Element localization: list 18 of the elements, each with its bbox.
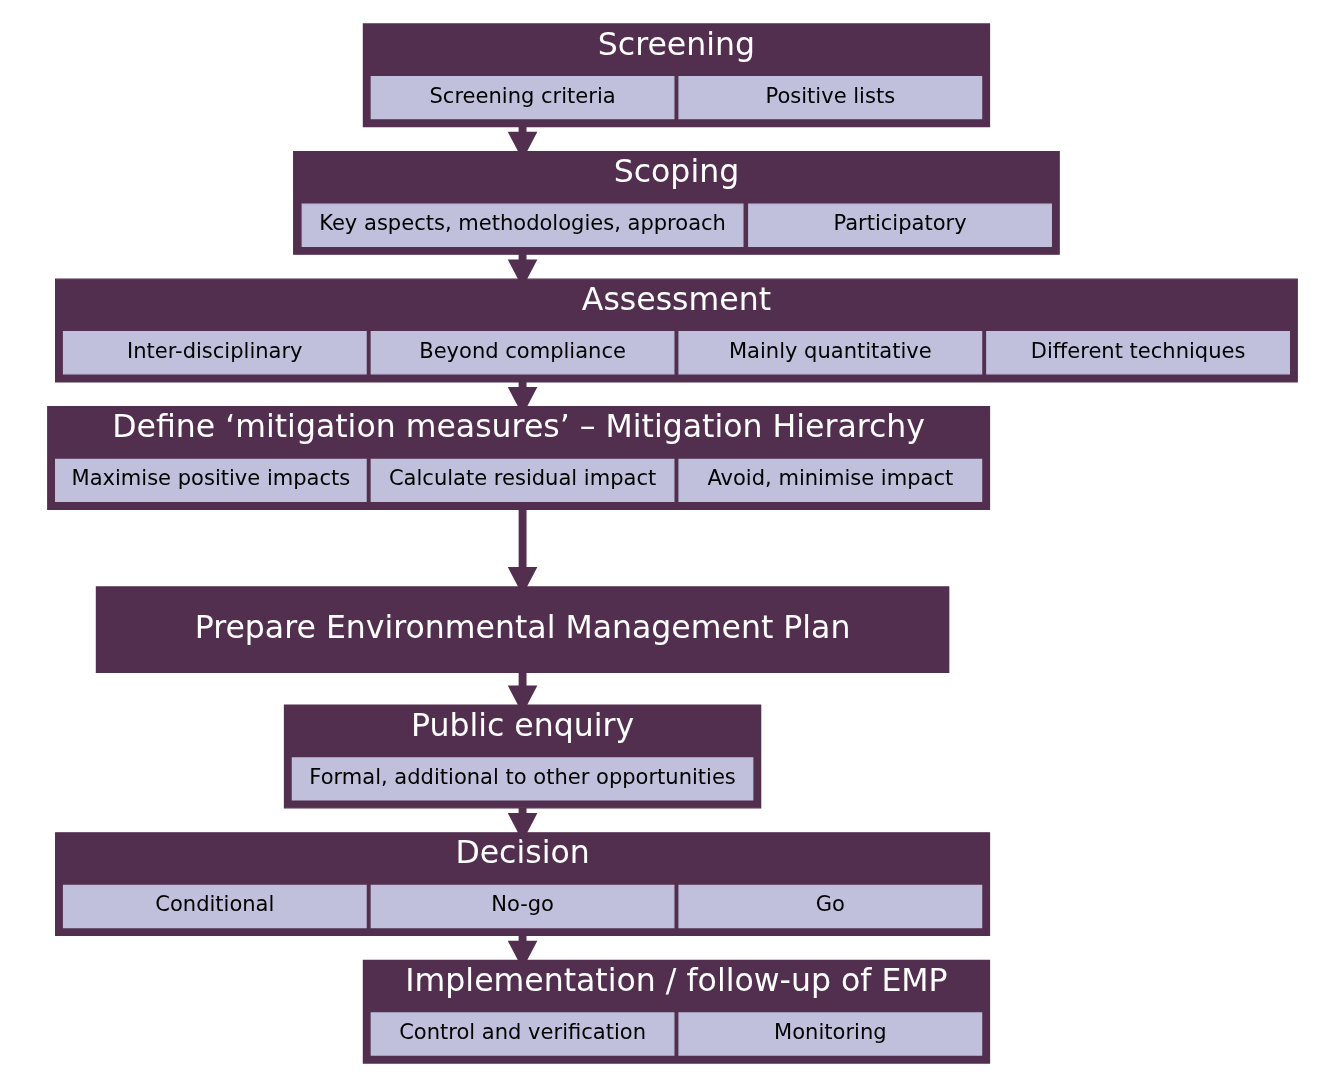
node-box: No-go xyxy=(370,884,674,929)
node-box: Avoid, minimise impact xyxy=(677,458,982,503)
node-box: Positive lists xyxy=(677,75,982,120)
node-box: Key aspects, methodologies, approach xyxy=(301,203,743,247)
node-box: Beyond compliance xyxy=(370,331,674,375)
node-box: Go xyxy=(677,884,982,929)
node-box: Conditional xyxy=(62,884,367,929)
node-box: Participatory xyxy=(747,203,1052,247)
node-box: Screening criteria xyxy=(370,75,674,120)
node-box: Mainly quantitative xyxy=(677,331,982,375)
node-box: Control and verification xyxy=(370,1012,674,1056)
node-box: Prepare Environmental Management Plan xyxy=(95,586,949,674)
node-box: Different techniques xyxy=(985,331,1290,375)
node-box: Monitoring xyxy=(677,1012,982,1056)
node-box: Formal, additional to other opportunities xyxy=(291,757,753,801)
node-box: Calculate residual impact xyxy=(370,458,674,503)
node-box: Maximise positive impacts xyxy=(54,458,367,503)
node-box: Inter-disciplinary xyxy=(62,331,367,375)
